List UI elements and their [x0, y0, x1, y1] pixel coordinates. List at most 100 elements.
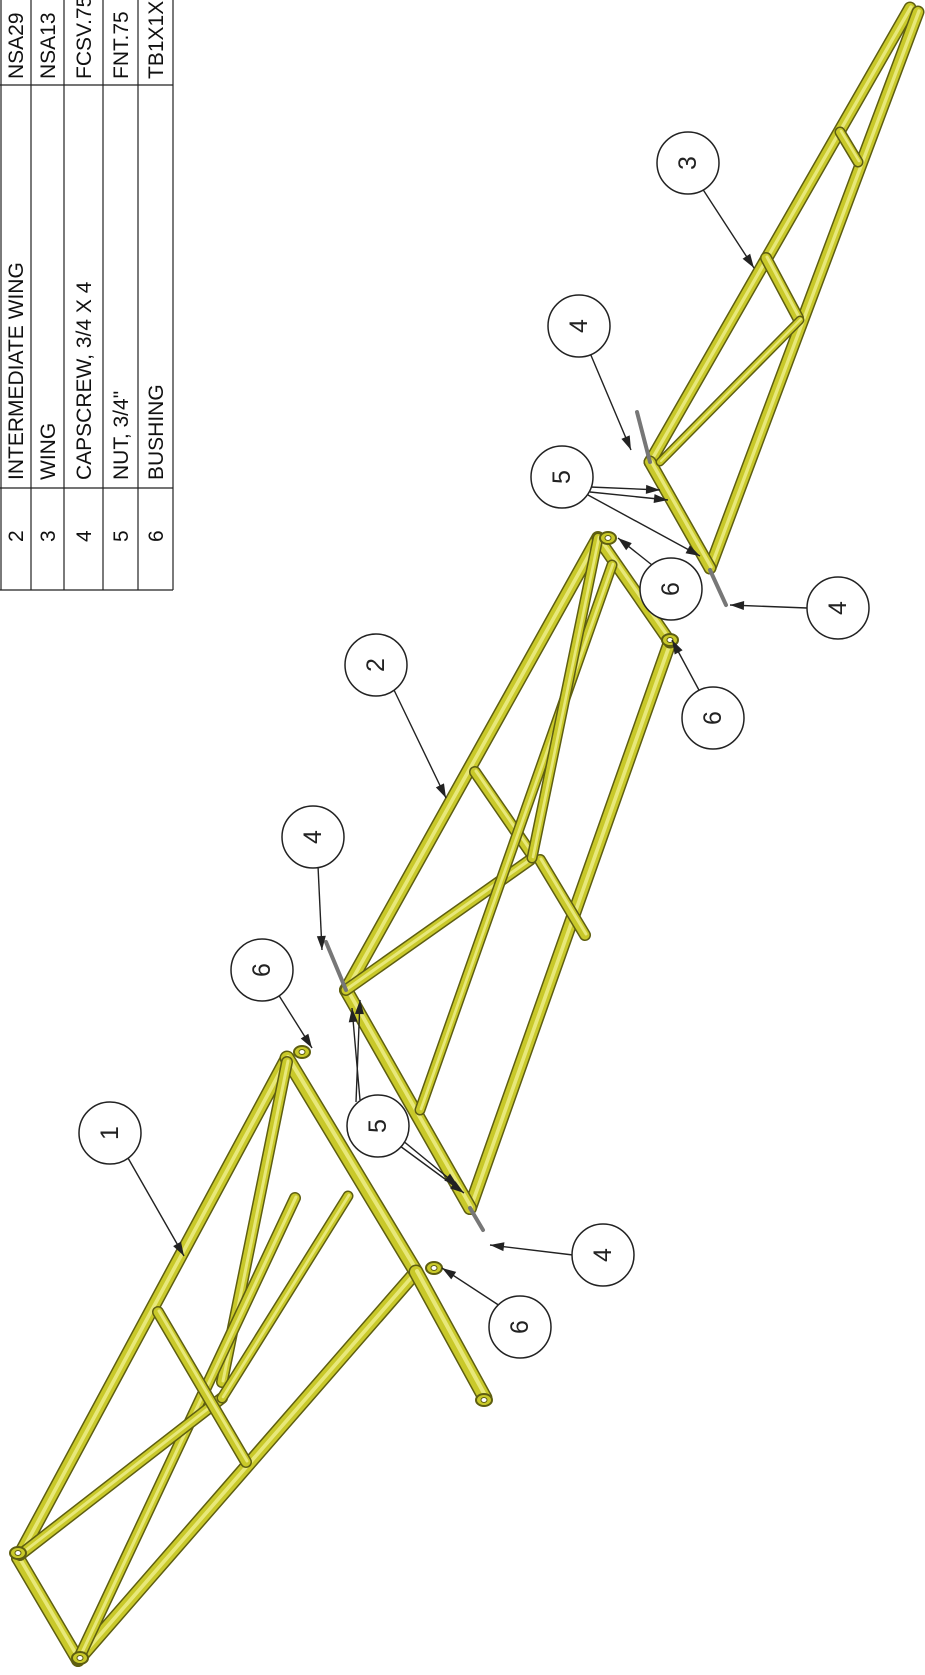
- leader: [589, 484, 661, 494]
- balloon-label: 5: [364, 1119, 392, 1133]
- tube-highlight: [649, 5, 913, 463]
- balloon-circle: [530, 445, 594, 509]
- bushing: [599, 531, 617, 545]
- balloon-label: 6: [248, 963, 276, 977]
- balloon-item-6: 6: [639, 557, 703, 621]
- balloon-item-5: 5: [346, 1094, 410, 1158]
- balloon-label: 4: [589, 1248, 617, 1262]
- balloon-item-4: 4: [571, 1223, 635, 1287]
- leader-line: [701, 187, 755, 269]
- bushing-bore: [480, 1397, 488, 1403]
- leader: [399, 1145, 465, 1194]
- leader: [589, 352, 632, 451]
- leader: [729, 601, 808, 611]
- leader: [671, 639, 701, 693]
- bom-part-number: TB1X1X.75X1: [145, 0, 168, 79]
- bom-part-number: NSA29: [5, 12, 28, 79]
- leader-arrowhead: [653, 494, 668, 504]
- balloon-item-6: 6: [488, 1295, 552, 1359]
- balloon-item-6: 6: [230, 938, 294, 1002]
- leader-arrowhead: [645, 484, 660, 494]
- balloon-label: 1: [96, 1126, 124, 1140]
- leader: [393, 689, 447, 799]
- bushing: [9, 1546, 27, 1560]
- leader-arrowhead: [730, 601, 745, 611]
- bushing: [293, 1045, 311, 1059]
- tube-highlight: [839, 129, 861, 163]
- capscrew: [635, 410, 652, 464]
- leader-line: [127, 1157, 185, 1257]
- bom-part-number: FNT.75: [110, 11, 133, 79]
- tube-highlight: [597, 535, 673, 643]
- bom-item-number: 4: [73, 530, 96, 542]
- balloon-circle: [78, 1101, 142, 1165]
- tube-highlight: [157, 1309, 249, 1463]
- bom-description: NUT, 3/4": [110, 391, 133, 480]
- tube-highlight: [539, 857, 588, 936]
- leader-arrowhead: [173, 1241, 184, 1256]
- balloon-label: 2: [362, 658, 390, 672]
- bushing: [425, 1261, 443, 1275]
- balloon-label: 6: [657, 582, 685, 596]
- leader-line: [317, 865, 323, 951]
- leader-arrowhead: [442, 1268, 457, 1280]
- bushing-bore: [76, 1655, 84, 1661]
- bom-item-number: 5: [110, 530, 133, 542]
- leader-line: [589, 352, 632, 451]
- leader: [316, 865, 326, 951]
- bom-row: 5 NUT, 3/4" FNT.75: [110, 11, 133, 542]
- frame-item-3: [643, 1, 925, 575]
- tube-highlight: [709, 9, 921, 569]
- balloon-label: 6: [699, 711, 727, 725]
- bushing: [661, 633, 679, 647]
- balloon-circle: [571, 1223, 635, 1287]
- balloon-label: 4: [299, 830, 327, 844]
- tube-highlight: [419, 562, 615, 1111]
- leader: [441, 1267, 501, 1307]
- tube-highlight: [474, 769, 533, 853]
- tube-highlight: [469, 639, 673, 1209]
- balloon-item-5: 5: [530, 445, 594, 509]
- leader-arrowhead: [316, 935, 326, 950]
- bom-description: INTERMEDIATE WING: [5, 262, 28, 480]
- frame-item-1: [11, 1050, 493, 1667]
- balloon-circle: [346, 1094, 410, 1158]
- leader-arrowhead: [348, 1008, 358, 1023]
- balloon-label: 6: [506, 1320, 534, 1334]
- tube-highlight: [649, 459, 713, 569]
- leader-arrowhead: [618, 538, 632, 551]
- tube-highlight: [765, 255, 801, 319]
- leader: [127, 1157, 185, 1257]
- leader-arrowhead: [672, 640, 683, 655]
- leader-arrowhead: [300, 1033, 312, 1048]
- bom-item-number: 2: [5, 530, 28, 542]
- balloon-item-1: 1: [78, 1101, 142, 1165]
- balloon-label: 4: [565, 319, 593, 333]
- balloon-circle: [681, 686, 745, 750]
- bom-description: CAPSCREW, 3/4 X 4: [73, 281, 96, 480]
- capscrew: [324, 940, 348, 992]
- bom-row: 2 INTERMEDIATE WING NSA29: [5, 12, 28, 542]
- frame-item-2: [339, 531, 677, 1215]
- balloon-label: 3: [674, 156, 702, 170]
- leader: [348, 1007, 361, 1101]
- hardware-parts: [9, 410, 728, 1665]
- balloon-item-6: 6: [681, 686, 745, 750]
- balloon-item-4: 4: [281, 805, 345, 869]
- balloon-circle: [488, 1295, 552, 1359]
- leader-arrowhead: [435, 783, 446, 798]
- tube-highlight: [221, 1193, 351, 1399]
- wing-frames: [11, 1, 925, 1667]
- leader-arrowhead: [621, 435, 631, 450]
- tube-highlight: [286, 1055, 419, 1273]
- leader-arrowhead: [742, 253, 754, 268]
- bom-item-number: 6: [145, 530, 168, 542]
- balloon-label: 4: [824, 601, 852, 615]
- bom-item-number: 3: [37, 530, 60, 542]
- balloon-circle: [656, 131, 720, 195]
- leader-arrowhead: [490, 1242, 505, 1252]
- leader-line: [351, 1007, 361, 1101]
